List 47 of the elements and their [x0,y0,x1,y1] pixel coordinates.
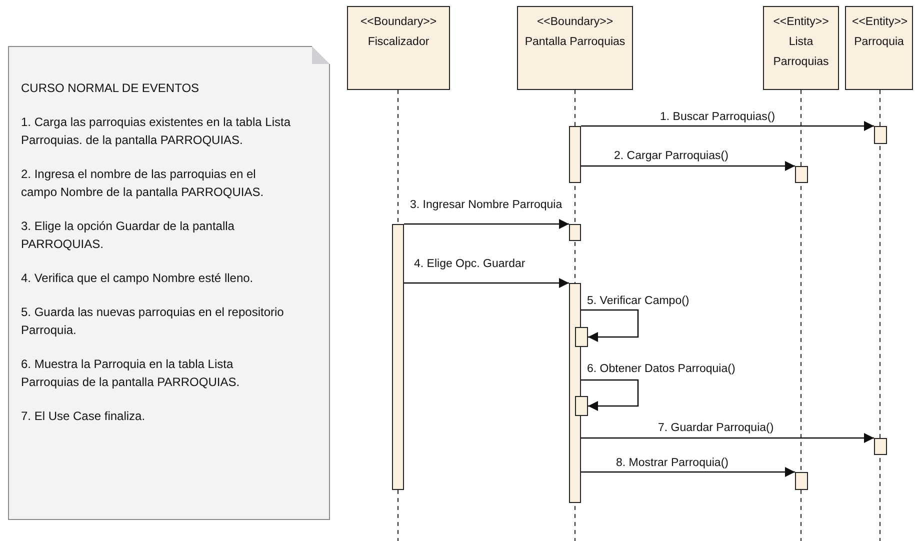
note-text: 3. Elige la opción Guardar de la pantalla PARROQUIAS. [21,218,236,253]
message-arrow [581,121,874,131]
message-arrow [404,219,569,229]
edge-label: 7. Guardar Parroquia() [658,421,774,435]
note-text: 7. El Use Case finaliza. [21,408,146,425]
activation-bar [874,126,887,144]
lifeline-header [517,6,633,90]
note-text: 6. Muestra la Parroquia en la tabla Lista Parroquias de la pantalla PARROQUIAS. [21,356,241,391]
edge-label: 8. Mostrar Parroquia() [616,456,728,470]
object-name: Lista Parroquias [772,35,830,70]
message-arrow [581,379,639,411]
note-text: 4. Verifica que el campo Nombre esté lleno. [21,270,254,287]
note-text: 2. Ingresa el nombre de las parroquias en el campo Nombre de la pantalla PARROQUIAS. [21,166,265,201]
activation-bar [392,224,404,490]
activation-bar [569,224,581,241]
message-arrow [404,278,569,288]
activation-bar [569,283,581,503]
activation-bar [575,396,588,416]
lifeline-header [763,6,839,90]
stereotype-label: <<Entity>> [772,15,830,30]
note-text: 5. Guarda las nuevas parroquias en el repositorio Parroquia. [21,304,285,339]
object-name: Parroquia [853,35,905,50]
activation-bar [575,327,588,347]
activation-bar [795,166,808,183]
object-name: Fiscalizador [366,35,430,50]
stereotype-label: <<Boundary>> [536,15,614,30]
object-name: Pantalla Parroquias [524,35,626,50]
edge-label: 4. Elige Opc. Guardar [414,257,526,271]
message-arrow [581,309,639,342]
edge-label: 5. Verificar Campo() [587,294,690,308]
activation-bar [795,472,808,490]
lifeline-header [347,6,450,90]
activation-bar [874,438,887,455]
edge-label: 6. Obtener Datos Parroquia() [587,362,736,376]
edge-label: 1. Buscar Parroquias() [660,110,776,124]
activation-bar [569,126,581,183]
stereotype-label: <<Boundary>> [359,15,438,30]
note [8,46,330,520]
message-arrow [581,161,795,171]
stereotype-label: <<Entity>> [851,15,909,30]
note-text: CURSO NORMAL DE EVENTOS [21,80,200,97]
edge-label: 2. Cargar Parroquias() [614,149,728,163]
message-arrow [581,433,874,443]
lifeline-header [845,6,913,90]
edge-label: 3. Ingresar Nombre Parroquia [410,198,562,212]
message-arrow [581,467,795,477]
note-text: 1. Carga las parroquias existentes en la tabla Lista Parroquias. de la pantalla PARROQUIAS. [21,114,292,149]
